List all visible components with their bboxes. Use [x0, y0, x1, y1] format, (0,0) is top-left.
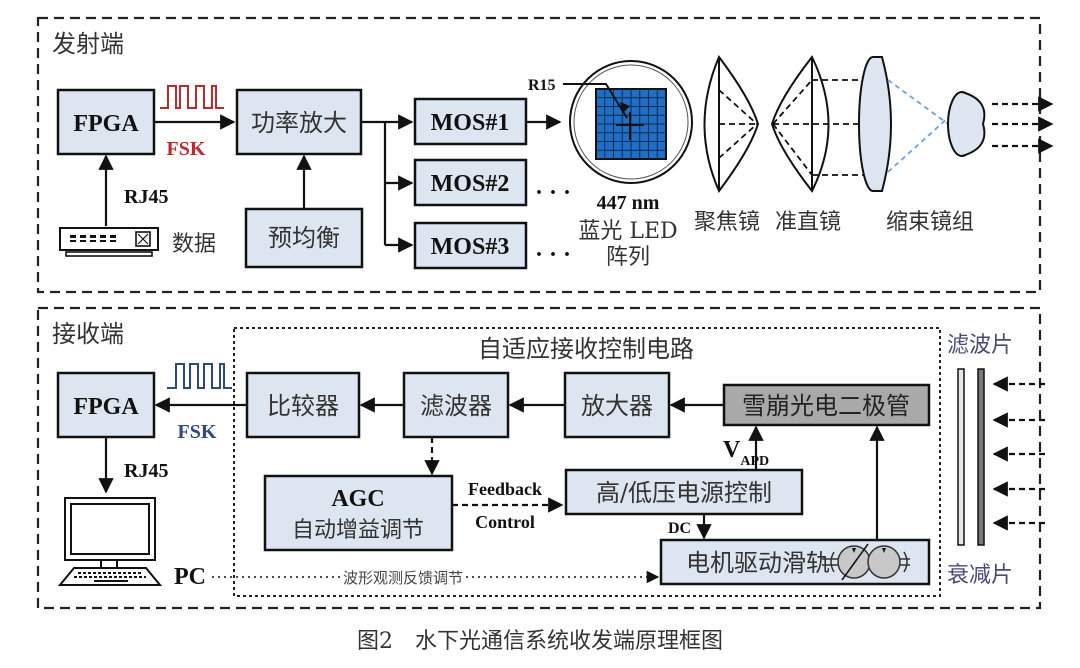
- r15-pointer: [563, 83, 628, 119]
- r15-pointer-head: [620, 102, 630, 113]
- network-switch-icon: [59, 227, 159, 257]
- adaptive-circuit-title: 自适应接收控制电路: [478, 335, 694, 363]
- filter-sheet-icon: [957, 368, 965, 546]
- beam-reducer-label: 缩束镜组: [886, 210, 974, 235]
- power-amp-label: 功率放大: [251, 109, 347, 137]
- mos3-block: [413, 221, 528, 270]
- rx-fsk-label: FSK: [178, 421, 217, 443]
- tx-fsk-waveform-icon: [160, 85, 224, 109]
- focus-lens-icon: [703, 55, 760, 193]
- receiver-frame: [36, 306, 1042, 610]
- comparator-block: [245, 371, 361, 439]
- tx-rj45-label: RJ45: [124, 186, 168, 208]
- mos1-label: MOS#1: [431, 110, 510, 136]
- control-label: Control: [475, 512, 535, 532]
- vapd-label: VAPD: [723, 437, 769, 469]
- mos3-ellipsis: · · ·: [535, 242, 571, 268]
- collimator-lens-icon: [770, 55, 872, 193]
- receiver-title: 接收端: [52, 320, 124, 348]
- filter-sheet-label: 滤波片: [947, 333, 1013, 358]
- pc-icon: [57, 497, 163, 586]
- tx-fpga-label: FPGA: [73, 111, 139, 137]
- tx-data-label: 数据: [172, 232, 216, 257]
- filter-label: 滤波器: [420, 392, 492, 420]
- led-array-icon: [569, 60, 693, 184]
- transmitter-title: 发射端: [52, 30, 124, 58]
- figure-caption: 图2 水下光通信系统收发端原理框图: [357, 629, 723, 654]
- pre-eq-label: 预均衡: [268, 224, 340, 252]
- attenuator-sheet-icon: [977, 368, 985, 546]
- rx-rj45-label: RJ45: [124, 460, 168, 482]
- rx-fsk-waveform-icon: [167, 363, 232, 389]
- apd-block: [722, 383, 931, 427]
- power-control-label: 高/低压电源控制: [596, 479, 772, 507]
- collimator-label: 准直镜: [775, 210, 841, 235]
- agc-title: AGC: [331, 486, 384, 512]
- pc-label: PC: [174, 564, 206, 590]
- led-wavelength-label: 447 nm: [597, 192, 660, 214]
- beam-reducer-icon: [858, 56, 986, 192]
- power-control-block: [564, 468, 804, 516]
- led-type-label: 蓝光 LED: [578, 219, 677, 244]
- agc-block: [263, 474, 454, 552]
- agc-subtitle: 自动增益调节: [292, 518, 424, 543]
- mos2-label: MOS#2: [431, 171, 510, 197]
- mos2-ellipsis: · · ·: [535, 180, 571, 206]
- dc-label: DC: [668, 520, 691, 537]
- mos3-label: MOS#3: [431, 234, 510, 260]
- transmitter-section: 发射端 FPGA FSK RJ45 数据 功率放大: [36, 16, 1054, 294]
- power-amp-block: [235, 88, 363, 156]
- amplifier-label: 放大器: [581, 392, 653, 420]
- tx-fsk-label: FSK: [167, 138, 206, 160]
- rx-fpga-block: [56, 371, 156, 439]
- comparator-label: 比较器: [267, 392, 339, 420]
- apd-label: 雪崩光电二极管: [742, 392, 910, 420]
- amplifier-block: [563, 371, 671, 439]
- focus-lens-label: 聚焦镜: [694, 210, 760, 235]
- led-array-label: 阵列: [606, 245, 650, 270]
- r15-label: R15: [528, 77, 556, 94]
- receiver-section: 接收端 自适应接收控制电路 FPGA FSK RJ45 PC 波形观测反馈调节: [36, 306, 1045, 610]
- feedback-label: Feedback: [468, 479, 542, 499]
- motor-pump-icon: [822, 543, 910, 581]
- adaptive-circuit-frame: [233, 327, 941, 597]
- mos1-block: [413, 97, 528, 146]
- rx-fpga-label: FPGA: [73, 394, 139, 420]
- attenuator-label: 衰减片: [947, 563, 1013, 588]
- waveform-feedback-label: 波形观测反馈调节: [343, 569, 463, 587]
- mos2-block: [413, 158, 528, 207]
- filter-block: [402, 371, 510, 439]
- transmitter-frame: [36, 16, 1042, 294]
- motor-rail-label: 电机驱动滑轨: [686, 549, 830, 577]
